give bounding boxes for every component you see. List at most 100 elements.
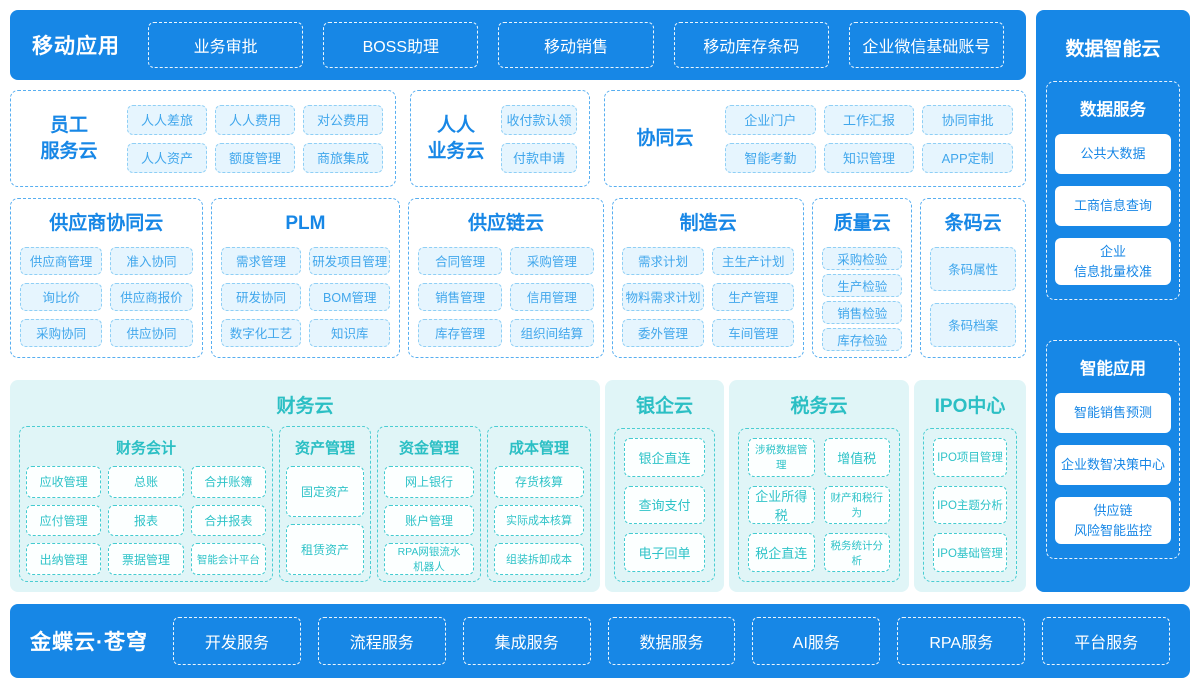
supplier-collaboration-cloud: 供应商协同云 供应商管理准入协同询比价供应商报价采购协同供应协同 — [10, 198, 203, 358]
service-chip: 对公费用 — [303, 104, 383, 135]
service-chip: 账户管理 — [384, 504, 474, 537]
service-chip: 存货核算 — [494, 466, 584, 498]
service-chip: 供应商管理 — [20, 246, 103, 275]
service-clouds-row: 员工 服务云 人人差旅人人费用对公费用人人资产额度管理商旅集成 人人 业务云 收… — [10, 90, 1026, 187]
group-title: 数据服务 — [1080, 101, 1146, 119]
service-chip: 车间管理 — [712, 318, 795, 347]
service-chip: 库存管理 — [418, 318, 502, 347]
finance-cloud: 财务云 财务会计 应收管理总账合并账簿应付管理报表合并报表出纳管理票据管理智能会… — [10, 380, 600, 592]
mobile-apps-title: 移动应用 — [32, 35, 120, 58]
platform-service-button: 集成服务 — [462, 617, 591, 665]
service-chip: 收付款认领 — [501, 104, 577, 135]
barcode-cloud: 条码云 条码属性条码档案 — [920, 198, 1026, 358]
mobile-app-button: 移动库存条码 — [673, 22, 829, 68]
service-chip: 银企直连 — [624, 438, 705, 477]
service-chip: 网上银行 — [384, 466, 474, 498]
service-chip: 协同审批 — [922, 104, 1013, 135]
service-chip: 企业所得税 — [748, 485, 815, 525]
group-title: 成本管理 — [508, 440, 569, 457]
smart-apps-group: 智能应用 智能销售预测企业数智决策中心供应链 风险智能监控 — [1046, 340, 1180, 559]
cloud-title: 供应商协同云 — [49, 213, 164, 234]
cloud-title: 制造云 — [679, 213, 737, 234]
service-chip: 条码档案 — [930, 302, 1016, 347]
service-chip: 出纳管理 — [26, 543, 102, 575]
service-chip: 财产和税行为 — [823, 485, 890, 525]
service-chip: 电子回单 — [624, 533, 705, 572]
chip-list: 应收管理总账合并账簿应付管理报表合并报表出纳管理票据管理智能会计平台 — [26, 466, 266, 575]
cloud-title: 数据智能云 — [1065, 39, 1161, 60]
service-chip: 票据管理 — [108, 543, 184, 575]
service-chip: 采购协同 — [20, 318, 103, 347]
cloud-title: 协同云 — [636, 127, 694, 149]
service-chip: 库存检验 — [822, 327, 903, 351]
service-chip: 人人差旅 — [127, 104, 207, 135]
service-button: 企业数智决策中心 — [1055, 445, 1171, 485]
cloud-title: 税务云 — [790, 396, 848, 417]
chip-list: IPO项目管理 IPO主题分析 IPO基础管理 — [933, 438, 1007, 572]
service-chip: 信用管理 — [510, 282, 594, 311]
service-chip: 生产检验 — [822, 273, 903, 297]
service-chip: 采购管理 — [510, 246, 594, 275]
service-chip: 税企直连 — [748, 533, 815, 572]
service-chip: 需求管理 — [220, 246, 302, 275]
service-chip: 委外管理 — [621, 318, 705, 347]
service-chip: 智能会计平台 — [190, 543, 266, 575]
platform-service-button: 平台服务 — [1042, 617, 1171, 665]
employee-service-cloud: 员工 服务云 人人差旅人人费用对公费用人人资产额度管理商旅集成 — [10, 90, 396, 187]
cloud-title: 财务云 — [276, 396, 334, 417]
service-chip: 应收管理 — [26, 466, 102, 498]
renren-business-cloud: 人人 业务云 收付款认领付款申请 — [410, 90, 590, 187]
service-chip: 增值税 — [823, 438, 890, 477]
finance-groups: 财务会计 应收管理总账合并账簿应付管理报表合并报表出纳管理票据管理智能会计平台 … — [10, 426, 600, 592]
service-chip: 知识管理 — [823, 142, 915, 173]
group-title: 财务会计 — [115, 440, 176, 457]
service-button: 智能销售预测 — [1055, 393, 1171, 433]
service-chip: 报表 — [108, 504, 184, 537]
service-chip: 供应协同 — [110, 318, 193, 347]
service-chip: IPO基础管理 — [933, 533, 1007, 572]
business-clouds-row: 供应商协同云 供应商管理准入协同询比价供应商报价采购协同供应协同 PLM 需求管… — [10, 198, 1026, 358]
service-chip: 询比价 — [20, 282, 103, 311]
service-chip: 知识库 — [309, 318, 391, 347]
service-chip: 总账 — [108, 466, 184, 498]
service-chip: 销售检验 — [822, 300, 903, 324]
service-chip: 智能考勤 — [725, 142, 816, 173]
service-chip: 查询支付 — [624, 485, 705, 525]
group-title: 智能应用 — [1080, 360, 1146, 378]
platform-service-button: 流程服务 — [317, 617, 446, 665]
mobile-app-button: BOSS助理 — [323, 22, 479, 68]
service-button-list: 公共大数据工商信息查询企业 信息批量校准 — [1055, 134, 1171, 285]
service-button: 工商信息查询 — [1055, 186, 1171, 226]
service-chip: 需求计划 — [621, 246, 705, 275]
service-chip: 主生产计划 — [712, 246, 795, 275]
chip-list: 收付款认领付款申请 — [501, 104, 577, 173]
chip-list: 合同管理采购管理销售管理信用管理库存管理组织间结算 — [418, 246, 594, 347]
service-chip: 税务统计分析 — [823, 533, 890, 572]
service-chip: 固定资产 — [286, 466, 364, 517]
data-service-group: 数据服务 公共大数据工商信息查询企业 信息批量校准 — [1046, 81, 1180, 300]
service-chip: 租赁资产 — [286, 524, 364, 575]
platform-service-button: 开发服务 — [173, 617, 301, 665]
chip-list: 存货核算实际成本核算组装拆卸成本 — [494, 466, 584, 575]
service-button-list: 智能销售预测企业数智决策中心供应链 风险智能监控 — [1055, 393, 1171, 544]
service-chip: 供应商报价 — [110, 282, 193, 311]
service-chip: 人人资产 — [127, 142, 207, 173]
service-chip: 合并账簿 — [190, 466, 266, 498]
cloud-title: 银企云 — [635, 396, 693, 417]
chip-list: 需求计划主生产计划物料需求计划生产管理委外管理车间管理 — [621, 246, 795, 347]
cloud-title: 人人 业务云 — [427, 114, 485, 162]
service-chip: 研发协同 — [220, 282, 302, 311]
group-title: 资金管理 — [398, 440, 459, 457]
service-chip: IPO项目管理 — [933, 438, 1007, 477]
service-button: 企业 信息批量校准 — [1055, 238, 1171, 285]
service-chip: IPO主题分析 — [933, 485, 1007, 525]
chip-list: 条码属性条码档案 — [930, 246, 1016, 347]
